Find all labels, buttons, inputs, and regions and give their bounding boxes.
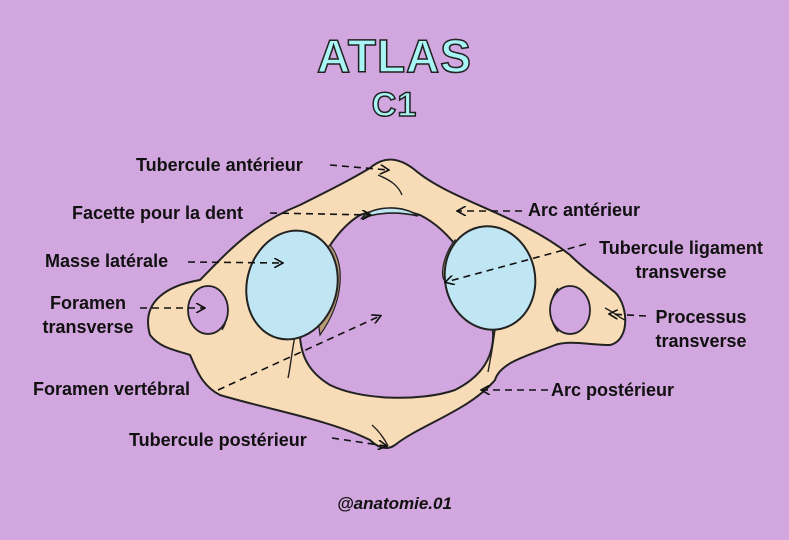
label-foramen-transverse: Foramen transverse	[30, 291, 146, 339]
label-arc-anterieur: Arc antérieur	[528, 200, 641, 220]
label-foramen-transverse-line2: transverse	[42, 317, 134, 337]
right-transverse-foramen	[549, 285, 591, 335]
page-title: ATLAS	[316, 29, 472, 83]
left-transverse-foramen	[187, 285, 229, 335]
label-tubercule-anterieur: Tubercule antérieur	[136, 155, 303, 175]
label-facette-dent: Facette pour la dent	[72, 203, 244, 223]
label-processus-transverse: Processus transverse	[646, 305, 756, 353]
page-subtitle: C1	[371, 85, 418, 125]
arrow-processus-transverse	[610, 314, 647, 316]
right-articular-facet	[443, 225, 537, 331]
label-processus-transverse-line1: Processus	[655, 307, 747, 327]
label-masse-laterale: Masse latérale	[45, 251, 169, 271]
arrow-tubercule-anterieur	[329, 164, 388, 170]
dens-facet	[359, 207, 419, 220]
label-arc-posterieur: Arc postérieur	[551, 380, 675, 400]
label-foramen-vertebral: Foramen vertébral	[33, 379, 191, 399]
detail-line-right-post	[487, 329, 496, 373]
arrow-facette-dent	[269, 213, 370, 215]
arrow-masse-laterale	[187, 262, 282, 263]
label-tubercule-ligament: Tubercule ligament transverse	[586, 236, 776, 284]
label-tubercule-ligament-line1: Tubercule ligament	[599, 238, 763, 258]
label-tubercule-posterieur: Tubercule postérieur	[129, 430, 307, 450]
credit-handle: @anatomie.01	[337, 494, 452, 513]
arrow-tubercule-ligament	[446, 243, 587, 282]
arrow-tubercule-posterieur	[331, 437, 386, 446]
label-foramen-transverse-line1: Foramen	[49, 293, 127, 313]
detail-line-anterior	[377, 174, 403, 196]
label-processus-transverse-line2: transverse	[655, 331, 747, 351]
left-articular-facet	[245, 229, 339, 341]
label-tubercule-ligament-line2: transverse	[635, 262, 727, 282]
arrow-foramen-vertebral	[217, 316, 380, 391]
